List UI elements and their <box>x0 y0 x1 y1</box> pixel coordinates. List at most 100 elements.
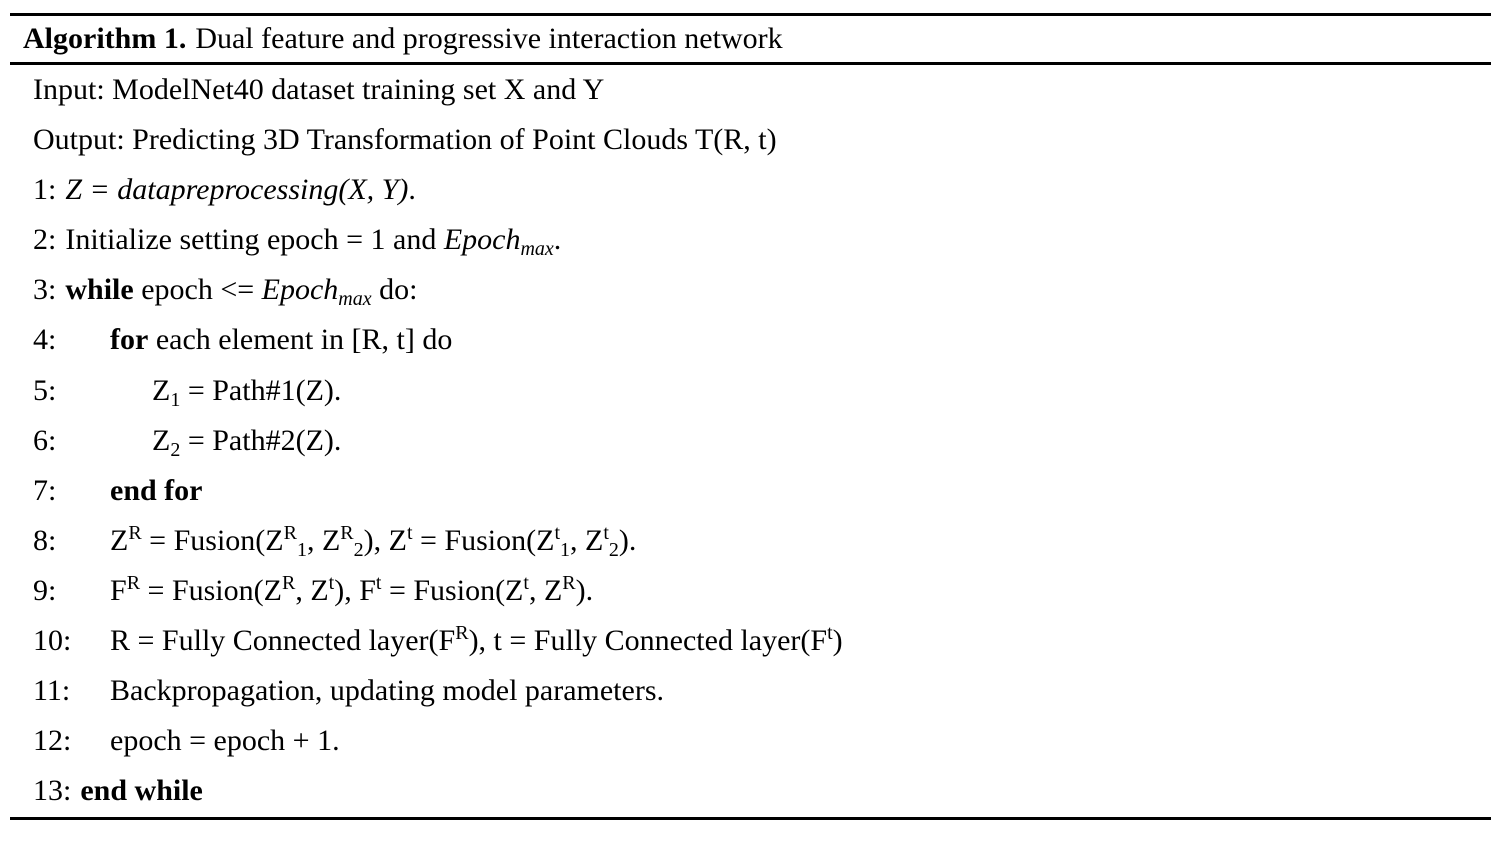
line-number: 8: <box>33 523 57 557</box>
text-segment: R <box>455 622 469 645</box>
text-segment: max <box>338 288 372 311</box>
algorithm-line: 1:Z = datapreprocessing(X, Y). <box>33 165 1501 215</box>
text-segment: end for <box>110 473 203 507</box>
line-content: R = Fully Connected layer(FR), t = Fully… <box>110 622 843 658</box>
algorithm-body: Input: ModelNet40 dataset training set X… <box>0 65 1501 817</box>
line-number: 11: <box>33 674 71 708</box>
line-number: 9: <box>33 573 57 607</box>
line-number: 6: <box>33 423 57 457</box>
algorithm-line: 2:Initialize setting epoch = 1 and Epoch… <box>33 215 1501 265</box>
text-segment: 2 <box>608 538 619 561</box>
line-number: 3: <box>33 273 57 307</box>
text-segment: 1 <box>170 388 181 411</box>
algorithm-line: 4: for each element in [R, t] do <box>33 315 1501 365</box>
text-segment: ), F <box>334 573 376 607</box>
line-content: end for <box>110 474 203 507</box>
algorithm-line: 6: Z2 = Path#2(Z). <box>33 416 1501 466</box>
text-segment: ), Z <box>363 523 407 557</box>
text-segment: = Path#2(Z). <box>180 423 342 457</box>
algorithm-line: 3:while epoch <= Epochmax do: <box>33 265 1501 315</box>
io-line: Input: ModelNet40 dataset training set X… <box>33 65 1501 115</box>
line-content: Output: Predicting 3D Transformation of … <box>33 123 777 156</box>
line-number: 7: <box>33 473 57 507</box>
text-segment: 2 <box>353 538 364 561</box>
text-segment: max <box>520 238 554 261</box>
algorithm-line: 13:end while <box>33 766 1501 816</box>
text-segment: Epoch <box>443 223 521 257</box>
line-content: FR = Fusion(ZR, Zt), Ft = Fusion(Zt, ZR)… <box>110 571 594 607</box>
text-segment: Z <box>152 373 171 407</box>
text-segment: for <box>110 323 149 357</box>
line-content: ZR = Fusion(ZR1, ZR2), Zt = Fusion(Zt1, … <box>110 521 637 560</box>
text-segment: 1 <box>560 538 571 561</box>
line-number: 13: <box>33 774 72 808</box>
text-segment: = Fusion(Z <box>381 573 524 607</box>
top-rule <box>10 13 1491 16</box>
algorithm-line: 7: end for <box>33 466 1501 516</box>
line-content: epoch = epoch + 1. <box>110 724 340 757</box>
bottom-rule <box>10 817 1491 820</box>
text-segment: . <box>553 223 562 257</box>
text-segment: Z <box>152 423 171 457</box>
line-number: 12: <box>33 724 72 758</box>
text-segment: Initialize setting epoch = 1 and <box>65 223 444 257</box>
text-segment: ). <box>575 573 594 607</box>
line-content: for each element in [R, t] do <box>110 323 452 356</box>
text-segment: = Fusion(Z <box>141 523 284 557</box>
text-segment: R <box>283 521 297 544</box>
algorithm-line: 10: R = Fully Connected layer(FR), t = Fu… <box>33 616 1501 666</box>
text-segment: , Z <box>570 523 604 557</box>
text-segment: t <box>406 521 413 544</box>
text-segment: . <box>408 173 416 207</box>
text-segment: ). <box>618 523 637 557</box>
line-number: 1: <box>33 173 57 207</box>
algorithm-line: 9: FR = Fusion(ZR, Zt), Ft = Fusion(Zt, Z… <box>33 566 1501 616</box>
line-number: 5: <box>33 373 57 407</box>
line-content: Z1 = Path#1(Z). <box>152 373 342 410</box>
text-segment: = Fusion(Z <box>412 523 555 557</box>
text-segment: while <box>65 273 134 307</box>
text-segment: end while <box>80 774 203 808</box>
text-segment: R <box>562 571 576 594</box>
line-number: 4: <box>33 323 57 357</box>
text-segment: ), t = Fully Connected layer(F <box>468 624 828 658</box>
text-segment: , Z <box>306 523 341 557</box>
text-segment: = Fusion(Z <box>140 573 282 607</box>
text-segment: each element in [R, t] do <box>148 323 453 357</box>
algorithm-figure: Algorithm 1.Dual feature and progressive… <box>0 13 1501 850</box>
line-content: Z2 = Path#2(Z). <box>152 423 342 460</box>
text-segment: t <box>827 622 833 645</box>
algorithm-label: Algorithm 1. <box>23 22 187 55</box>
text-segment: R = Fully Connected layer(F <box>110 624 456 658</box>
text-segment: Z <box>110 523 129 557</box>
algorithm-line: 5: Z1 = Path#1(Z). <box>33 366 1501 416</box>
line-content: Input: ModelNet40 dataset training set X… <box>33 73 604 106</box>
text-segment: t <box>328 571 335 594</box>
text-segment: F <box>110 573 127 607</box>
text-segment: t <box>603 521 609 544</box>
algorithm-line: 12: epoch = epoch + 1. <box>33 716 1501 766</box>
text-segment: = Path#1(Z). <box>180 373 342 407</box>
text-segment: R <box>281 571 296 594</box>
line-content: while epoch <= Epochmax do: <box>65 273 417 309</box>
text-segment: R <box>128 521 142 544</box>
text-segment: t <box>554 521 561 544</box>
text-segment: Epoch <box>261 273 339 307</box>
text-segment: t <box>375 571 382 594</box>
line-content: end while <box>80 774 203 807</box>
line-number: 10: <box>33 624 72 658</box>
text-segment: Input: ModelNet40 dataset training set X… <box>33 73 605 106</box>
text-segment: , Z <box>528 573 563 607</box>
algorithm-header: Algorithm 1.Dual feature and progressive… <box>0 16 1501 62</box>
text-segment: epoch <= <box>133 273 262 307</box>
text-segment: t <box>523 571 529 594</box>
text-segment: epoch = epoch + 1. <box>110 724 340 758</box>
text-segment: 2 <box>170 438 181 461</box>
text-segment: Backpropagation, updating model paramete… <box>110 674 664 708</box>
algorithm-line: 11: Backpropagation, updating model param… <box>33 666 1501 716</box>
line-content: Z = datapreprocessing(X, Y). <box>65 173 416 206</box>
header-rule <box>10 62 1491 65</box>
algorithm-title: Dual feature and progressive interaction… <box>195 22 783 55</box>
text-segment: R <box>126 571 141 594</box>
text-segment: ) <box>832 624 843 658</box>
